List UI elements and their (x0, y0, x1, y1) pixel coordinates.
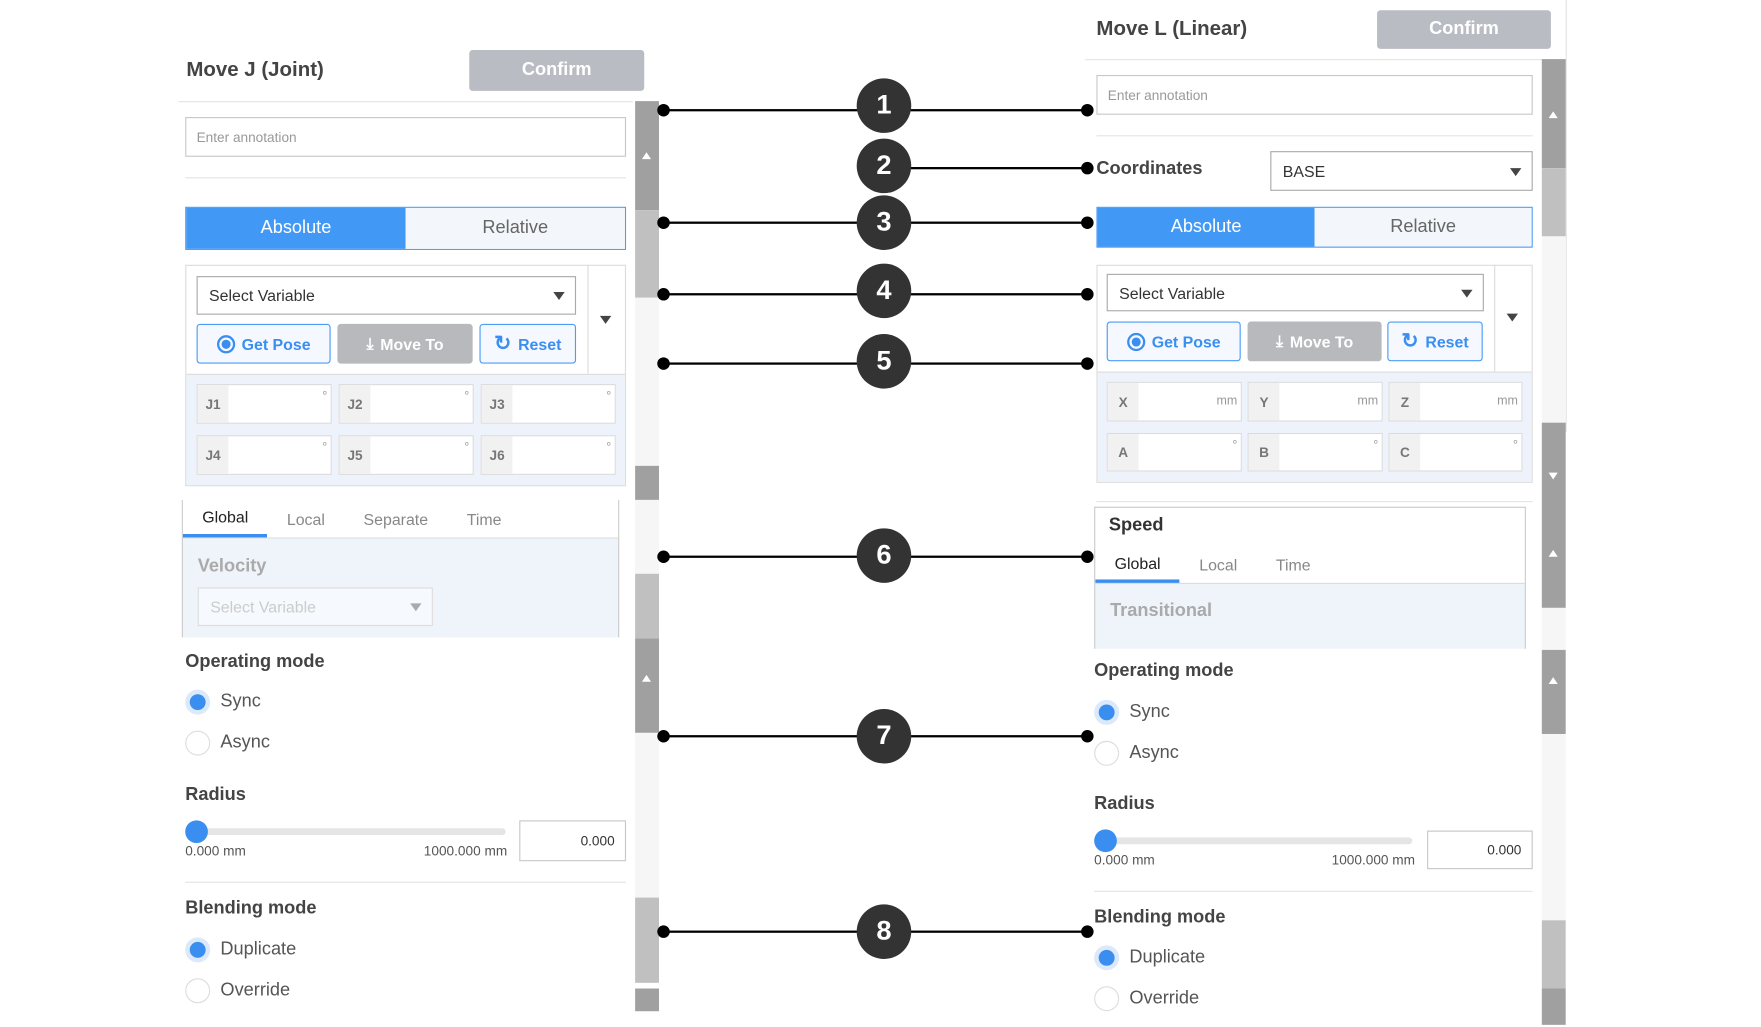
move-to-button[interactable]: ⤓Move To (1247, 321, 1382, 362)
tab-global[interactable]: Global (182, 500, 268, 538)
radio-duplicate[interactable]: Duplicate (185, 937, 296, 963)
radio-duplicate[interactable]: Duplicate (1094, 945, 1205, 971)
callout-7: 7 (856, 708, 912, 764)
relative-tab[interactable]: Relative (405, 207, 625, 249)
coordinate-field[interactable]: A° (1106, 432, 1242, 472)
radius-slider-track[interactable] (1096, 837, 1413, 845)
chevron-down-icon (410, 603, 422, 612)
select-variable-dropdown[interactable]: Select Variable (196, 276, 577, 315)
absolute-tab[interactable]: Absolute (1097, 207, 1315, 247)
radius-label: Radius (185, 785, 246, 805)
chevron-down-icon (1510, 168, 1522, 177)
reset-button[interactable]: ↻Reset (479, 323, 577, 364)
expand-chevron-icon[interactable] (599, 315, 612, 324)
coordinate-field[interactable]: B° (1247, 432, 1383, 472)
radius-max-label: 1000.000 mm (423, 843, 508, 859)
joint-field[interactable]: J3° (480, 384, 616, 424)
speed-label: Speed (1108, 515, 1164, 536)
joint-field[interactable]: J6° (480, 435, 616, 475)
joint-field[interactable]: J1° (196, 384, 332, 424)
annotation-input[interactable]: Enter annotation (1096, 74, 1533, 115)
download-icon: ⤓ (366, 334, 374, 353)
target-icon (1126, 332, 1145, 351)
radio-async[interactable]: Async (1094, 740, 1179, 766)
radius-slider-track[interactable] (187, 828, 506, 836)
transitional-label: Transitional (1110, 601, 1213, 621)
coordinate-field[interactable]: C° (1388, 432, 1523, 472)
velocity-label: Velocity (197, 556, 267, 577)
radius-slider-thumb[interactable] (1094, 829, 1117, 853)
absolute-tab[interactable]: Absolute (186, 207, 406, 249)
callout-1: 1 (856, 78, 912, 133)
blending-mode-label: Blending mode (1094, 907, 1226, 928)
tab-local[interactable]: Local (286, 509, 325, 528)
annotation-input[interactable]: Enter annotation (185, 117, 627, 157)
confirm-button[interactable]: Confirm (469, 49, 645, 91)
tab-time[interactable]: Time (1275, 555, 1311, 574)
panel-title: Move J (Joint) (186, 57, 324, 81)
callout-6: 6 (856, 528, 912, 583)
speed-panel: Speed Global Local Time Transitional (1094, 506, 1526, 649)
panel-title: Move L (Linear) (1096, 17, 1248, 40)
get-pose-button[interactable]: Get Pose (196, 323, 331, 364)
velocity-select[interactable]: Select Variable (197, 587, 433, 627)
tab-local[interactable]: Local (1199, 555, 1238, 574)
callout-2: 2 (856, 138, 912, 194)
chevron-down-icon (1461, 289, 1473, 298)
mode-toggle: Absolute Relative (185, 206, 627, 250)
joint-field[interactable]: J4° (196, 435, 332, 475)
relative-tab[interactable]: Relative (1314, 207, 1532, 247)
confirm-button[interactable]: Confirm (1377, 10, 1551, 49)
radio-sync[interactable]: Sync (185, 689, 261, 715)
radio-sync[interactable]: Sync (1094, 699, 1170, 725)
radio-override[interactable]: Override (185, 978, 290, 1004)
callout-8: 8 (856, 904, 912, 959)
joint-field[interactable]: J5° (338, 435, 474, 475)
download-icon: ⤓ (1275, 331, 1284, 350)
select-variable-label: Select Variable (209, 286, 315, 305)
radius-input[interactable]: 0.000 (1427, 830, 1533, 870)
radius-min-label: 0.000 mm (185, 843, 246, 859)
callout-3: 3 (856, 195, 912, 250)
radio-async[interactable]: Async (185, 730, 270, 756)
radius-label: Radius (1094, 794, 1155, 814)
joint-field[interactable]: J2° (338, 384, 474, 424)
coordinates-label: Coordinates (1096, 159, 1203, 179)
reset-icon: ↻ (494, 331, 512, 355)
speed-panel: Global Local Separate Time Velocity Sele… (181, 499, 620, 638)
radius-max-label: 1000.000 mm (1331, 852, 1416, 869)
chevron-down-icon (553, 292, 565, 300)
tab-time[interactable]: Time (466, 509, 502, 528)
get-pose-button[interactable]: Get Pose (1106, 321, 1241, 362)
operating-mode-label: Operating mode (1094, 661, 1234, 681)
expand-chevron-icon[interactable] (1506, 313, 1518, 322)
move-to-button[interactable]: ⤓Move To (337, 323, 473, 364)
reset-button[interactable]: ↻Reset (1387, 321, 1483, 362)
coordinates-dropdown[interactable]: BASE (1270, 151, 1533, 191)
select-variable-dropdown[interactable]: Select Variable (1106, 273, 1484, 312)
mode-toggle: Absolute Relative (1096, 206, 1533, 248)
reset-icon: ↻ (1401, 329, 1419, 353)
callout-5: 5 (856, 334, 912, 389)
target-icon (216, 334, 235, 353)
radius-min-label: 0.000 mm (1094, 852, 1155, 869)
tab-separate[interactable]: Separate (363, 509, 429, 528)
operating-mode-label: Operating mode (185, 652, 325, 672)
blending-mode-label: Blending mode (185, 898, 317, 919)
radio-override[interactable]: Override (1094, 986, 1199, 1012)
tab-global[interactable]: Global (1095, 547, 1180, 583)
radius-slider-thumb[interactable] (185, 820, 208, 844)
radius-input[interactable]: 0.000 (519, 820, 627, 862)
callout-4: 4 (856, 263, 912, 319)
